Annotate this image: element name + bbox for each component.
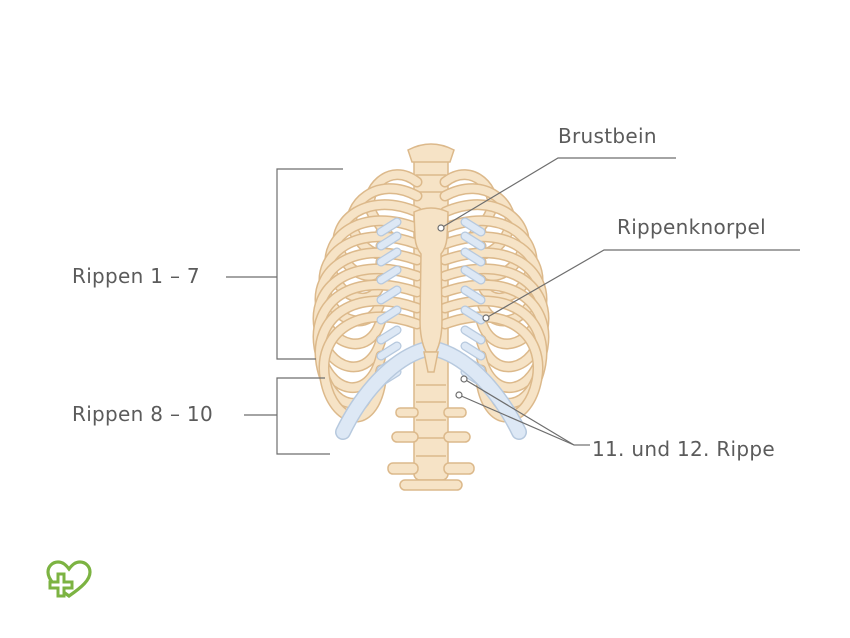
label-ribs-1-7: Rippen 1 – 7 — [72, 264, 200, 288]
label-ribs-8-10: Rippen 8 – 10 — [72, 402, 213, 426]
label-sternum: Brustbein — [558, 124, 657, 148]
cartilage-7-right — [465, 330, 481, 340]
cartilage-7-left — [381, 330, 397, 340]
heart-cross-icon — [44, 560, 94, 600]
label-ribs-11-12: 11. und 12. Rippe — [592, 437, 775, 461]
bracket-ribs-8-10 — [244, 378, 330, 454]
top-vertebra — [408, 144, 454, 162]
label-costal-cartilage: Rippenknorpel — [617, 215, 766, 239]
